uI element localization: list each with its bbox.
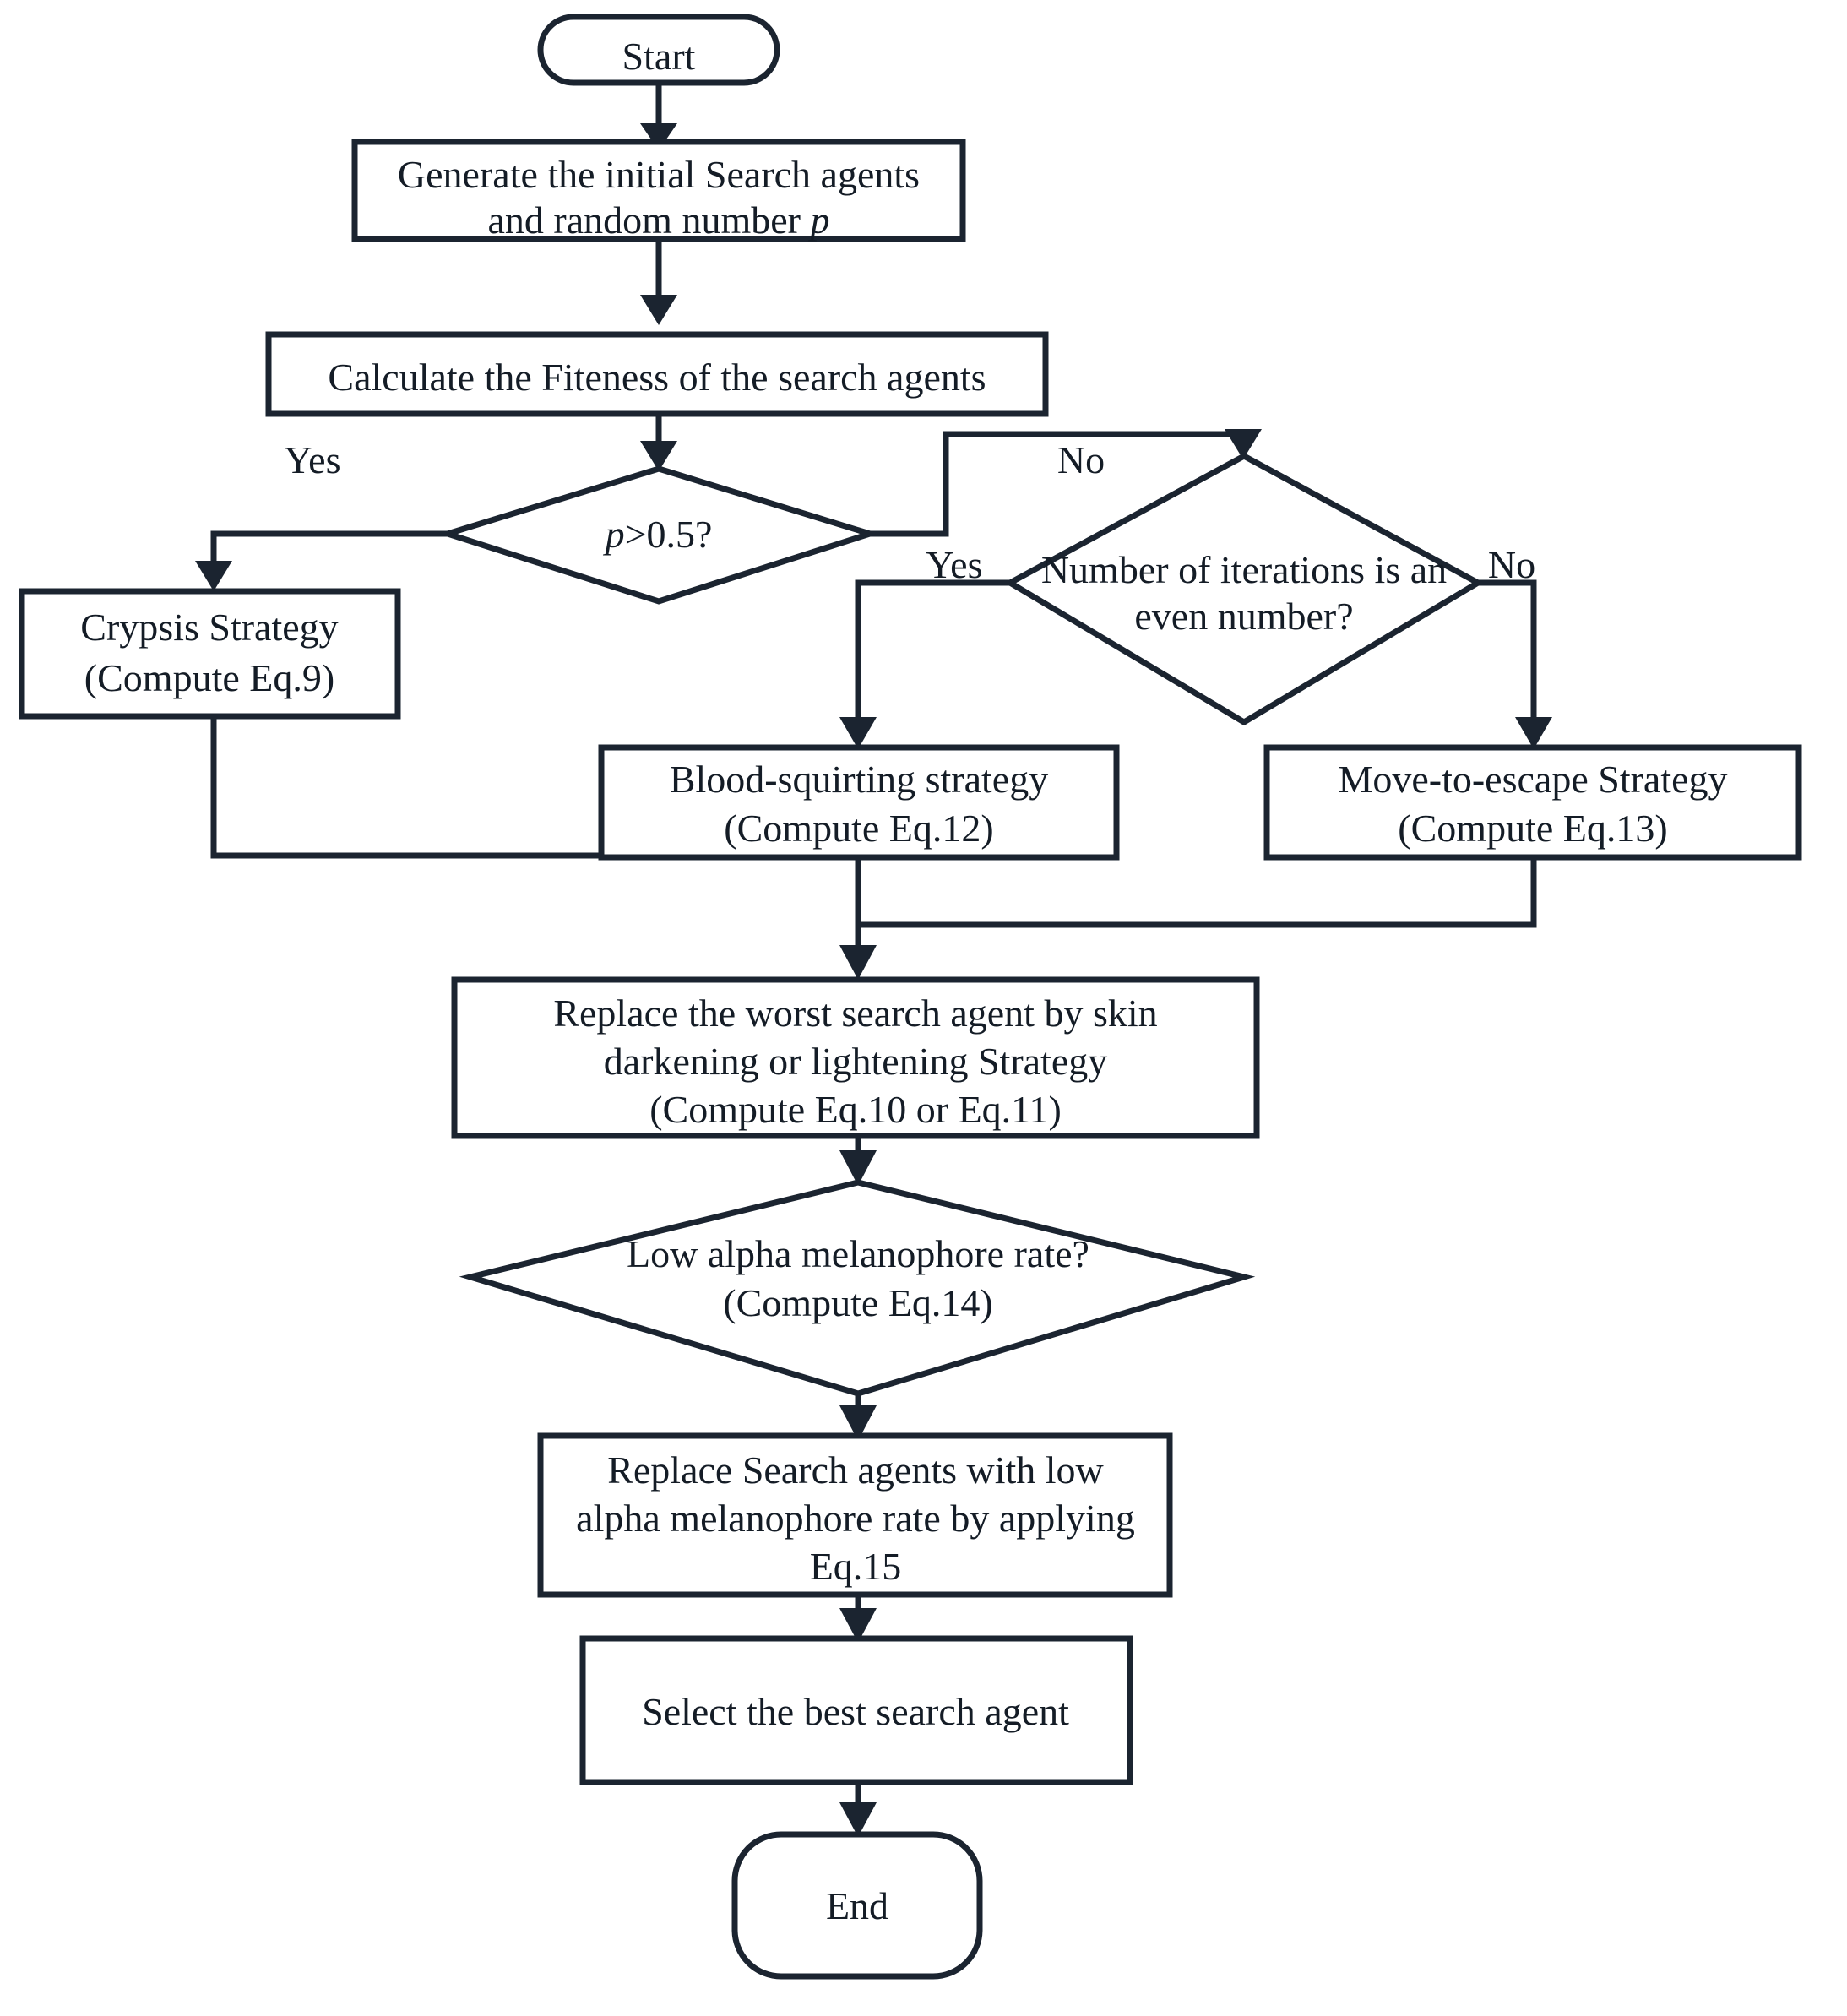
- edge-p-yes-to-crypsis: [195, 530, 448, 591]
- node-replace-worst-line-2: darkening or lightening Strategy: [604, 1040, 1108, 1083]
- edge-replace-worst-to-low-alpha: [839, 1136, 877, 1186]
- node-fitness[interactable]: Calculate the Fiteness of the search age…: [265, 331, 1049, 417]
- node-replace-worst[interactable]: Replace the worst search agent by skin d…: [451, 976, 1260, 1139]
- node-move-to-escape-line-2: (Compute Eq.13): [1398, 807, 1667, 850]
- node-end-label: End: [826, 1884, 888, 1927]
- edge-fitness-to-p-decision: [640, 414, 677, 471]
- node-blood-squirting-line-2: (Compute Eq.12): [724, 807, 993, 850]
- node-crypsis-line-2: (Compute Eq.9): [84, 656, 334, 699]
- node-replace-low-alpha[interactable]: Replace Search agents with low alpha mel…: [537, 1432, 1173, 1598]
- node-even-decision-line-2: even number?: [1134, 595, 1353, 638]
- node-move-to-escape-line-1: Move-to-escape Strategy: [1338, 758, 1727, 801]
- edge-blood-squirting-to-replace-worst: [839, 856, 877, 980]
- node-p-decision-label: p>0.5?: [603, 513, 713, 556]
- node-replace-low-alpha-line-3: Eq.15: [810, 1545, 902, 1588]
- node-p-decision[interactable]: p>0.5?: [437, 465, 880, 605]
- node-crypsis[interactable]: Crypsis Strategy (Compute Eq.9): [19, 588, 401, 720]
- edge-even-no-to-move-to-escape: [1478, 579, 1552, 749]
- edge-label-even-yes: Yes: [926, 543, 983, 586]
- edge-low-alpha-to-replace-low-alpha: [839, 1394, 877, 1441]
- edge-label-p-yes: Yes: [285, 438, 341, 481]
- node-start-label: Start: [622, 35, 696, 78]
- node-even-decision[interactable]: Number of iterations is an even number?: [1003, 453, 1485, 726]
- node-replace-low-alpha-line-1: Replace Search agents with low: [607, 1448, 1104, 1492]
- edge-label-even-no: No: [1488, 543, 1535, 586]
- node-select-best[interactable]: Select the best search agent: [579, 1635, 1133, 1785]
- node-low-alpha-line-2: (Compute Eq.14): [723, 1281, 992, 1324]
- edge-select-best-to-end: [839, 1782, 877, 1837]
- node-low-alpha-line-1: Low alpha melanophore rate?: [627, 1232, 1089, 1275]
- node-replace-low-alpha-line-2: alpha melanophore rate by applying: [576, 1497, 1135, 1540]
- node-start[interactable]: Start: [537, 14, 780, 86]
- edge-generate-to-fitness: [640, 239, 677, 325]
- node-generate[interactable]: Generate the initial Search agents and r…: [351, 139, 966, 242]
- node-generate-line-1: Generate the initial Search agents: [398, 153, 920, 196]
- node-even-decision-line-1: Number of iterations is an: [1041, 548, 1447, 591]
- edge-start-to-generate: [640, 80, 677, 150]
- node-move-to-escape[interactable]: Move-to-escape Strategy (Compute Eq.13): [1263, 744, 1802, 861]
- node-blood-squirting[interactable]: Blood-squirting strategy (Compute Eq.12): [598, 744, 1120, 861]
- node-blood-squirting-line-1: Blood-squirting strategy: [670, 758, 1048, 801]
- edge-replace-low-alpha-to-select-best: [839, 1595, 877, 1643]
- edge-label-p-no: No: [1057, 438, 1105, 481]
- node-generate-line-2: and random number p: [488, 198, 830, 242]
- node-fitness-label: Calculate the Fiteness of the search age…: [328, 356, 986, 399]
- node-crypsis-line-1: Crypsis Strategy: [80, 606, 338, 649]
- edge-move-to-escape-to-merge: [858, 857, 1537, 928]
- node-replace-worst-line-3: (Compute Eq.10 or Eq.11): [649, 1088, 1062, 1131]
- node-select-best-label: Select the best search agent: [642, 1690, 1069, 1733]
- edge-even-yes-to-blood-squirting: [839, 579, 1010, 749]
- node-replace-worst-line-1: Replace the worst search agent by skin: [553, 992, 1157, 1035]
- node-low-alpha-decision[interactable]: Low alpha melanophore rate? (Compute Eq.…: [459, 1179, 1256, 1397]
- node-end[interactable]: End: [731, 1831, 983, 1980]
- edge-p-no-to-even-decision: [870, 429, 1262, 537]
